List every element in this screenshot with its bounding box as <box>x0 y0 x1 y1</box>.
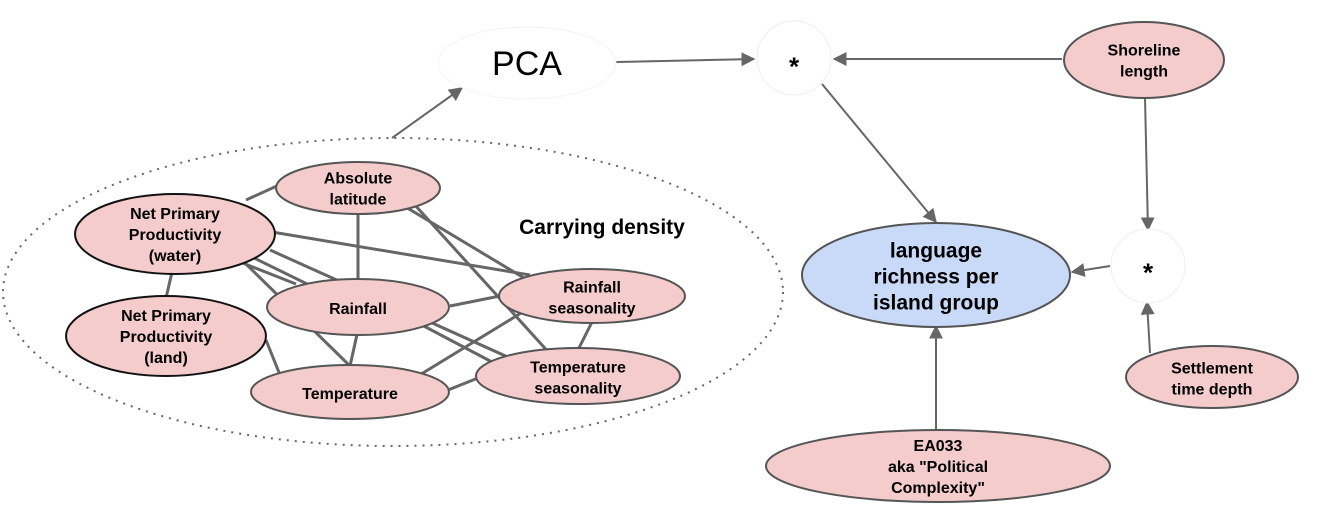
npp-water-node-label-line: Productivity <box>129 227 222 244</box>
temperature-node-label: Temperature <box>302 386 398 403</box>
edge-npp-land-temperature <box>264 339 282 376</box>
npp-water-node-label-line: Net Primary <box>130 206 220 223</box>
multiply-top-node: * <box>756 20 832 96</box>
edge-rain-seas-temp-seas <box>576 321 594 351</box>
npp-land-node-label-line: (land) <box>144 350 188 367</box>
absolute-latitude-node-label-line: Absolute <box>324 170 393 187</box>
arrow-pca-to-mult-top <box>615 52 756 67</box>
temperature-node-label-line: Temperature <box>302 386 398 403</box>
edge-temperature-rain-seas <box>417 308 527 378</box>
absolute-latitude-node-label: Absolute latitude <box>324 170 393 208</box>
edge-abs-lat-rain-seas <box>403 204 525 280</box>
language-richness-outcome-node-label-line: language <box>890 240 982 263</box>
ea033-political-complexity-node-label-line: Complexity" <box>891 480 985 497</box>
ea033-political-complexity-node-label-line: aka "Political <box>888 459 988 476</box>
settlement-time-depth-node-label: Settlement time depth <box>1171 360 1253 398</box>
nodes-layer: PCA * * Shoreline length Settlement time d… <box>65 20 1299 503</box>
arrow-group-to-pca <box>391 87 464 139</box>
arrow-settlement-to-mult-right <box>1140 300 1155 354</box>
rainfall-node: Rainfall <box>266 278 450 336</box>
rainfall-seasonality-node-label-line: seasonality <box>548 300 635 317</box>
settlement-time-depth-node-label-line: time depth <box>1172 381 1253 398</box>
multiply-top-node-label: * <box>789 51 800 81</box>
arrow-shoreline-to-mult-right <box>1140 97 1155 232</box>
npp-land-node-label-line: Net Primary <box>121 308 211 325</box>
carrying-density-group-label: Carrying density <box>519 216 685 239</box>
language-richness-outcome-node-label: language richness per island group <box>873 240 999 315</box>
rainfall-node-label-line: Rainfall <box>329 301 387 318</box>
npp-land-node-label-line: Productivity <box>120 329 213 346</box>
ea033-political-complexity-node-label-line: EA033 <box>914 438 963 455</box>
language-richness-outcome-node-label-line: richness per <box>874 266 999 289</box>
edge-rainfall-temperature <box>348 329 360 367</box>
rainfall-seasonality-node-label: Rainfall seasonality <box>548 279 635 317</box>
pca-node: PCA <box>437 26 617 100</box>
pca-node-label: PCA <box>492 45 562 83</box>
pca-node-label-line: PCA <box>492 45 562 83</box>
shoreline-length-node-label: Shoreline length <box>1108 42 1181 80</box>
edge-rainfall-rain-seas <box>449 294 501 308</box>
carrying-density-group-boundary <box>2 137 784 447</box>
npp-water-node-label-line: (water) <box>149 248 201 265</box>
shoreline-length-node-label-line: length <box>1120 63 1168 80</box>
multiply-right-node: * <box>1110 228 1186 304</box>
directed-edges <box>391 52 1155 430</box>
multiply-right-node-label-line: * <box>1143 257 1154 287</box>
edge-rainfall-temp-seas <box>419 322 493 364</box>
arrow-mult-right-to-outcome <box>1070 263 1111 277</box>
language-richness-outcome-node: language richness per island group <box>801 222 1071 328</box>
edge-npp-water-npp-land <box>164 271 174 299</box>
settlement-time-depth-node: Settlement time depth <box>1125 345 1299 409</box>
edge-temperature-temp-seas <box>447 376 479 392</box>
rainfall-seasonality-node-label-line: Rainfall <box>563 279 621 296</box>
temperature-seasonality-node-label: Temperature seasonality <box>530 359 626 397</box>
edge-npp-water-rain-seas <box>271 230 531 277</box>
shoreline-length-node-label-line: Shoreline <box>1108 42 1181 59</box>
multiply-right-node-label: * <box>1143 257 1154 287</box>
language-richness-outcome-node-label-line: island group <box>873 292 999 315</box>
absolute-latitude-node: Absolute latitude <box>275 161 441 215</box>
temperature-seasonality-node-label-line: Temperature <box>530 359 626 376</box>
arrow-mult-top-to-outcome <box>821 83 937 224</box>
edge-abs-lat-temp-seas <box>412 202 554 358</box>
temperature-seasonality-node-label-line: seasonality <box>534 380 621 397</box>
settlement-time-depth-node-label-line: Settlement <box>1171 360 1253 377</box>
temperature-seasonality-node: Temperature seasonality <box>475 347 681 405</box>
rainfall-node-label: Rainfall <box>329 301 387 318</box>
absolute-latitude-node-label-line: latitude <box>330 191 387 208</box>
multiply-top-node-label-line: * <box>789 51 800 81</box>
rainfall-seasonality-node: Rainfall seasonality <box>498 268 686 324</box>
shoreline-length-node: Shoreline length <box>1063 21 1225 99</box>
temperature-node: Temperature <box>250 364 450 420</box>
